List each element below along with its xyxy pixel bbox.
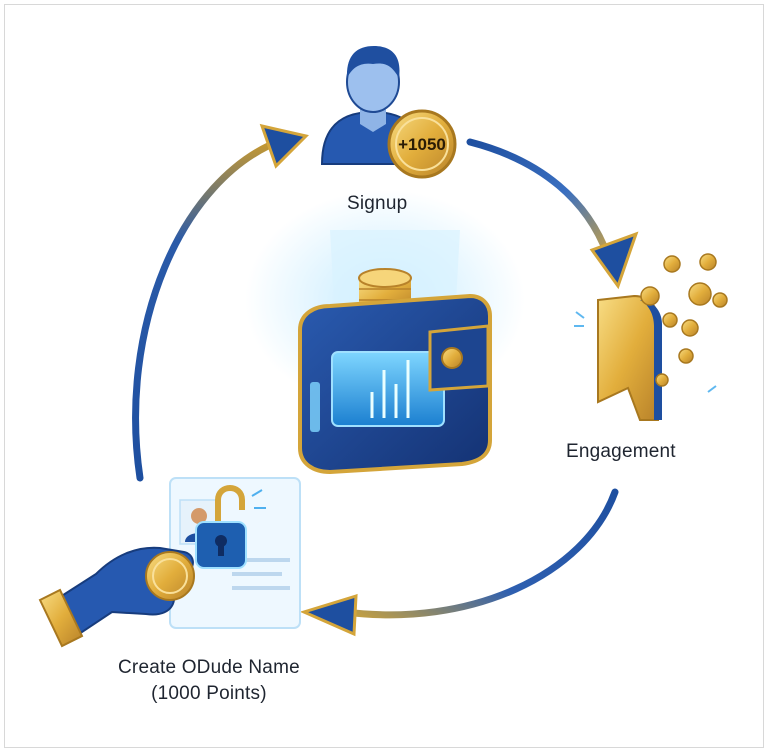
arrow-signup-to-engagement bbox=[466, 138, 639, 290]
gold-seal-badge: +1050 bbox=[387, 109, 457, 179]
arrow-create-to-signup bbox=[132, 123, 309, 482]
padlock-icon bbox=[195, 485, 266, 569]
wallet-icon bbox=[245, 190, 525, 475]
create-label-line2: (1000 Points) bbox=[151, 683, 267, 704]
create-odude-name-label: Create ODude Name (1000 Points) bbox=[118, 655, 300, 707]
floating-coins bbox=[640, 253, 728, 387]
create-label-line1: Create ODude Name bbox=[118, 657, 300, 678]
image-frame bbox=[4, 4, 764, 748]
arrow-engagement-to-create bbox=[299, 488, 619, 637]
badge-text: +1050 bbox=[398, 135, 446, 154]
bookmark-coins-icon bbox=[574, 253, 728, 421]
sparkles bbox=[574, 311, 717, 393]
hand-coin-id-card-icon bbox=[38, 477, 301, 648]
signup-label: Signup bbox=[347, 193, 408, 214]
engagement-label: Engagement bbox=[566, 441, 676, 462]
hand bbox=[38, 546, 195, 648]
